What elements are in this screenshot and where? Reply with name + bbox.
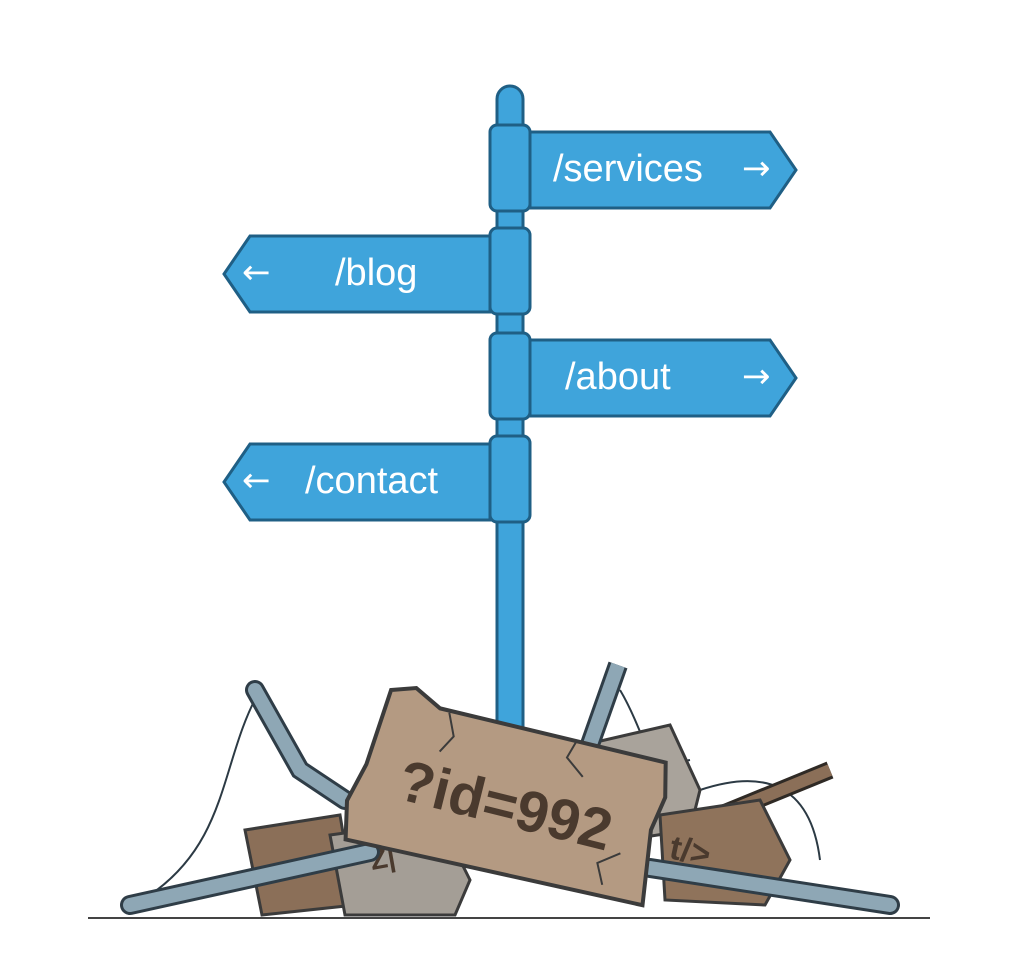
sign-blog[interactable]: ← /blog: [222, 234, 492, 314]
sign-contact-label: /contact: [305, 460, 439, 502]
signpost-pole: [488, 84, 532, 778]
arrow-left-icon: ←: [242, 461, 271, 501]
broken-pipe-upper-right: [578, 661, 628, 754]
sign-contact[interactable]: ← /contact: [222, 442, 492, 522]
rubble-front: ?id=992: [120, 685, 900, 915]
arrow-left-icon: ←: [242, 253, 271, 293]
sign-about-label: /about: [565, 356, 671, 398]
sign-about[interactable]: /about →: [528, 338, 798, 418]
sign-services-label: /services: [553, 148, 703, 190]
sign-services[interactable]: /services →: [528, 130, 798, 210]
broken-pipe-bottom-left: [120, 842, 380, 915]
arrow-right-icon: →: [742, 357, 771, 397]
broken-pipe-left: [245, 680, 355, 810]
loose-wire-left: [149, 689, 261, 896]
main-slab: ?id=992: [343, 685, 668, 908]
arrow-right-icon: →: [742, 149, 771, 189]
sign-blog-label: /blog: [335, 252, 417, 294]
broken-pipe-bottom-right: [640, 858, 900, 915]
